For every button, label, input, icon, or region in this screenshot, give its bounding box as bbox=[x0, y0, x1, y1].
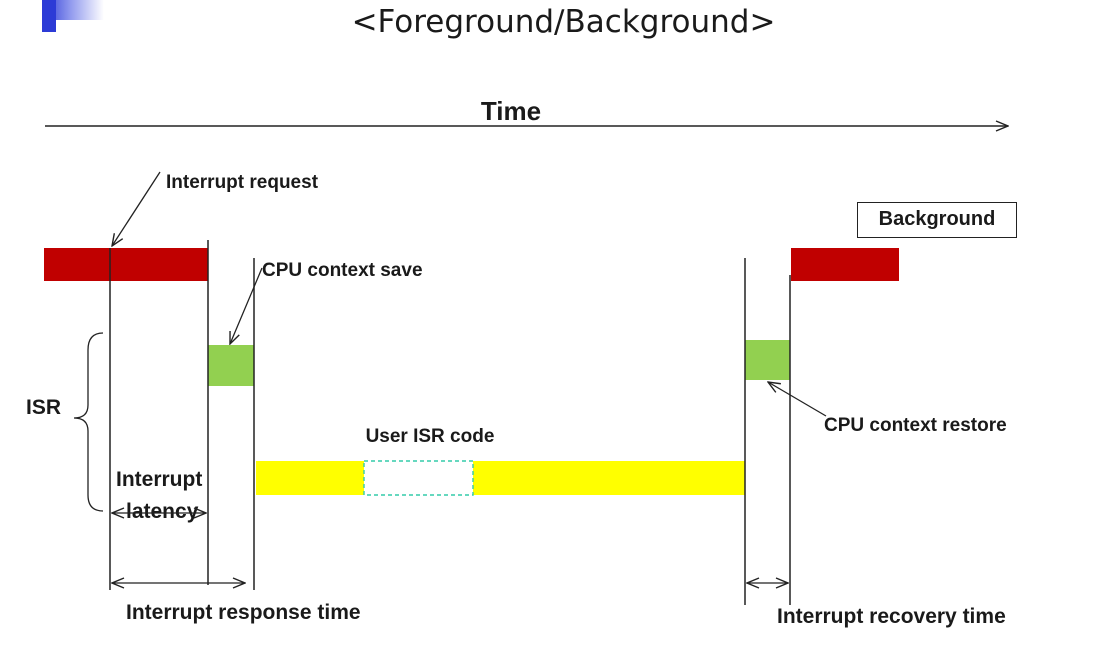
interrupt-latency-label-line1: Interrupt bbox=[116, 468, 202, 491]
background-label-box: Background bbox=[857, 202, 1017, 238]
interrupt-request-arrow bbox=[112, 171, 161, 246]
isr-brace bbox=[73, 332, 104, 512]
user-isr-code-label: User ISR code bbox=[366, 426, 495, 447]
cpu-context-restore-label: CPU context restore bbox=[824, 415, 1007, 436]
page-title: <Foreground/Background> bbox=[351, 4, 776, 40]
interrupt-response-time-label: Interrupt response time bbox=[126, 601, 361, 624]
isr-label: ISR bbox=[26, 396, 61, 419]
context-restore-bar bbox=[745, 340, 790, 380]
interrupt-latency-label-line2: latency bbox=[126, 500, 199, 523]
context-save-arrow bbox=[230, 267, 263, 344]
cpu-context-save-label: CPU context save bbox=[262, 260, 423, 281]
interrupt-request-label: Interrupt request bbox=[166, 172, 319, 193]
background-task-bar-right bbox=[791, 248, 899, 281]
user-isr-code-bar bbox=[256, 461, 745, 495]
context-restore-arrow bbox=[768, 382, 827, 417]
context-save-bar bbox=[208, 345, 254, 386]
time-label: Time bbox=[481, 96, 541, 126]
background-task-bar-left bbox=[44, 248, 208, 281]
user-isr-code-dashed-box bbox=[363, 460, 474, 496]
interrupt-recovery-time-label: Interrupt recovery time bbox=[777, 605, 1006, 628]
title-bullet-icon bbox=[42, 0, 104, 32]
